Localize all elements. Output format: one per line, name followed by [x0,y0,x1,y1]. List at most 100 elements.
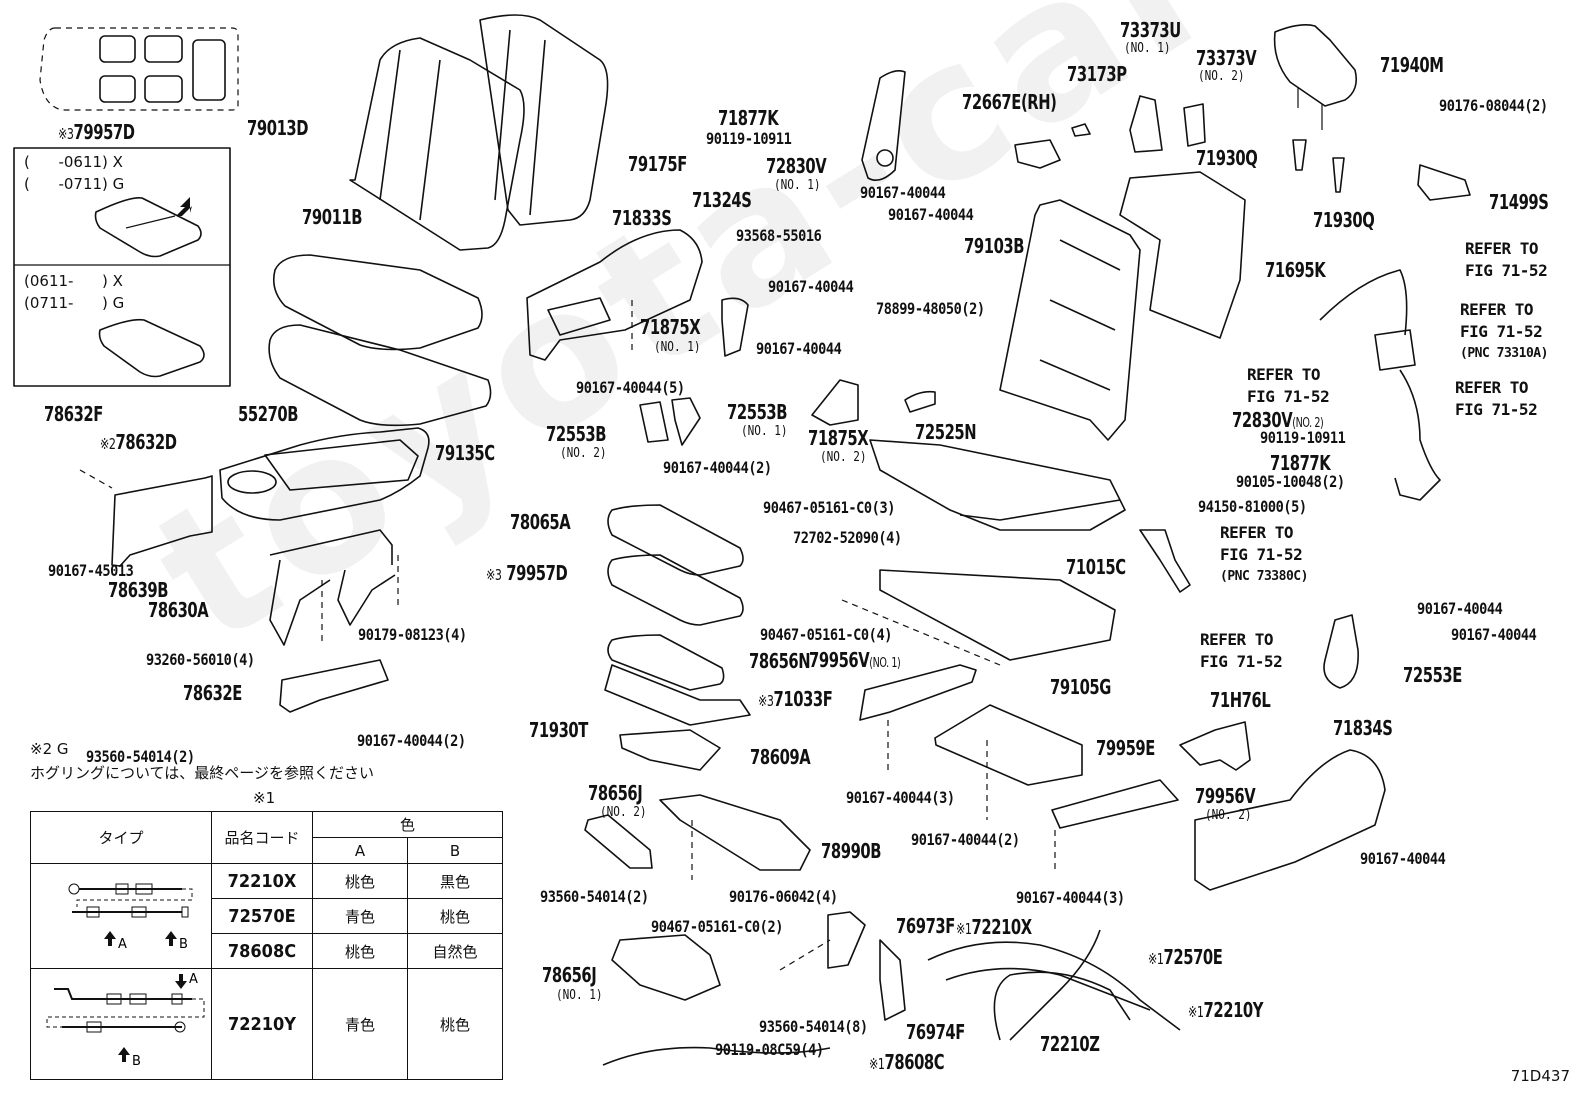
part-label-78608c[interactable]: ※178608C [869,1050,945,1074]
part-label-94150-81000-5[interactable]: 94150-81000(5) [1198,497,1307,516]
part-label-72525n[interactable]: 72525N [915,420,977,444]
part-label-78632e[interactable]: 78632E [183,681,242,705]
part-label-71940m[interactable]: 71940M [1380,53,1444,77]
part-label-90167-40044[interactable]: 90167-40044 [888,205,974,224]
part-label-71h76l[interactable]: 71H76L [1210,688,1271,712]
part-label-90167-40044-5[interactable]: 90167-40044(5) [576,378,685,397]
part-label-78630a[interactable]: 78630A [148,598,209,622]
part-label-79957d[interactable]: ※3 79957D [486,561,568,585]
part-label-73373v[interactable]: 73373V [1196,46,1257,70]
part-label-79103b[interactable]: 79103B [964,234,1025,258]
part-label-79956v-no1[interactable]: 79956V(NO. 1) [809,648,901,672]
part-label-72553b-no2[interactable]: 72553B [546,422,607,446]
part-label-90167-40044-2[interactable]: 90167-40044(2) [911,830,1020,849]
part-label-71930q[interactable]: 71930Q [1313,208,1375,232]
part-label-71930q[interactable]: 71930Q [1196,146,1258,170]
part-label-78065a[interactable]: 78065A [510,510,571,534]
part-label-55270b[interactable]: 55270B [238,402,299,426]
part-label-78632d[interactable]: ※278632D [100,430,177,454]
part-label-93568-55016[interactable]: 93568-55016 [736,226,822,245]
part-label-79959e[interactable]: 79959E [1096,736,1155,760]
part-label-90167-40044[interactable]: 90167-40044 [1360,849,1446,868]
part-label-72702-52090-4[interactable]: 72702-52090(4) [793,528,902,547]
armrest-base-78656n [607,634,725,691]
part-label-71877k[interactable]: 71877K [718,106,779,130]
part-label-72210y[interactable]: ※172210Y [1188,998,1264,1022]
part-label-71015c[interactable]: 71015C [1066,555,1126,579]
part-label-71877k[interactable]: 71877K [1270,451,1331,475]
part-label-78656j-no2[interactable]: 78656J [588,781,643,805]
part-label-90167-40044-2[interactable]: 90167-40044(2) [663,458,772,477]
part-label-72553b-no1[interactable]: 72553B [727,400,788,424]
part-label-90176-06042-4[interactable]: 90176-06042(4) [729,887,838,906]
part-label-93560-54014-2[interactable]: 93560-54014(2) [86,747,195,766]
part-code[interactable]: 79957D [73,120,136,144]
part-label-90467-05161-c0-2[interactable]: 90467-05161-C0(2) [651,917,783,936]
part-label-90167-40044[interactable]: 90167-40044 [1417,599,1503,618]
part-label-90467-05161-c0-3[interactable]: 90467-05161-C0(3) [763,498,895,517]
part-label-71324s[interactable]: 71324S [692,188,752,212]
part-label-78609a[interactable]: 78609A [750,745,811,769]
part-label-90167-40044-2[interactable]: 90167-40044(2) [357,731,466,750]
part-label-72210x[interactable]: ※172210X [956,915,1032,939]
cover-79959e [934,704,1083,786]
part-label-78656j-no1[interactable]: 78656J [542,963,597,987]
part-label-71695k[interactable]: 71695K [1265,258,1326,282]
part-label-90167-40044[interactable]: 90167-40044 [768,277,854,296]
part-label-90176-08044-2[interactable]: 90176-08044(2) [1439,96,1548,115]
part-label-90105-10048-2[interactable]: 90105-10048(2) [1236,472,1345,491]
part-label-71033f[interactable]: ※371033F [758,687,833,711]
row-code[interactable]: 72210Y [211,968,313,1080]
part-label-90167-40044[interactable]: 90167-40044 [756,339,842,358]
part-label-73173p[interactable]: 73173P [1067,62,1127,86]
part-label-90167-40044[interactable]: 90167-40044 [860,183,946,202]
part-label-72830v-no1[interactable]: 72830V [766,154,827,178]
part-label-79011b[interactable]: 79011B [302,205,363,229]
part-label-71834s[interactable]: 71834S [1333,716,1393,740]
part-label-90167-40044-3[interactable]: 90167-40044(3) [1016,888,1125,907]
part-label-72570e[interactable]: ※172570E [1148,945,1223,969]
part-label-71875x-no1[interactable]: 71875X [640,315,701,339]
part-label-78639b[interactable]: 78639B [108,578,169,602]
part-label-79175f[interactable]: 79175F [628,152,687,176]
part-label-72830v-no2[interactable]: 72830V(NO. 2) [1232,408,1324,432]
part-label-90167-40044-3[interactable]: 90167-40044(3) [846,788,955,807]
part-label-78656n[interactable]: 78656N [749,649,811,673]
part-label-90119-10911[interactable]: 90119-10911 [706,129,792,148]
part-label-93560-54014-8[interactable]: 93560-54014(8) [759,1017,868,1036]
part-label-90167-45013[interactable]: 90167-45013 [48,561,134,580]
part-label-72210z[interactable]: 72210Z [1040,1032,1100,1056]
part-label-90179-08123[interactable]: 90179-08123(4) [358,625,467,644]
row-code[interactable]: 72570E [211,898,313,934]
part-label-76973f[interactable]: 76973F [896,914,955,938]
part-label-71875x-no2[interactable]: 71875X [808,426,869,450]
part-label-90119-10911[interactable]: 90119-10911 [1260,428,1346,447]
part-label-78632f[interactable]: 78632F [44,402,103,426]
part-label-93260-56010[interactable]: 93260-56010(4) [146,650,255,669]
row-code[interactable]: 72210X [211,863,313,899]
part-label-90167-40044[interactable]: 90167-40044 [1451,625,1537,644]
part-label-71499s[interactable]: 71499S [1489,190,1549,214]
part-label-93560-54014-2[interactable]: 93560-54014(2) [540,887,649,906]
part-label-71833s[interactable]: 71833S [612,206,672,230]
part-label-78899-48050-2[interactable]: 78899-48050(2) [876,299,985,318]
part-label-79105g[interactable]: 79105G [1050,675,1111,699]
part-label-78990b[interactable]: 78990B [821,839,882,863]
part-label-90467-05161-c0-4[interactable]: 90467-05161-C0(4) [760,625,892,644]
part-label-71930t[interactable]: 71930T [529,718,588,742]
part-label-72667e-rh[interactable]: 72667E(RH) [962,90,1057,114]
part-label-79013d[interactable]: 79013D [247,116,309,140]
part-label-73373u[interactable]: 73373U [1120,18,1181,42]
part-label-72553e[interactable]: 72553E [1403,663,1462,687]
part-label-90119-08c59-4[interactable]: 90119-08C59(4) [715,1040,824,1059]
part-label-76974f[interactable]: 76974F [906,1020,965,1044]
part-label-79135c[interactable]: 79135C [435,441,495,465]
part-label-79956v-no2[interactable]: 79956V [1195,784,1256,808]
row-code[interactable]: 78608C [211,933,313,969]
